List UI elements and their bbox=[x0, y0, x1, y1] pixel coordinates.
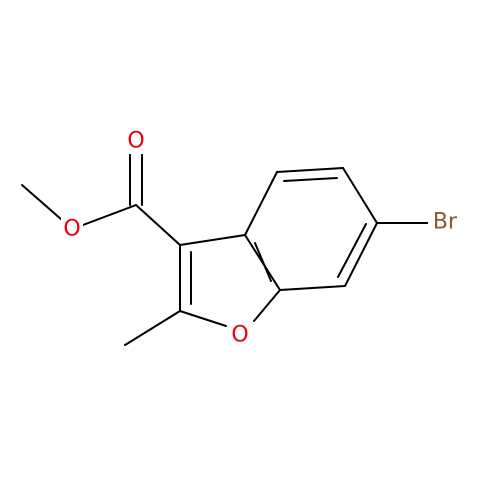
bond-c6-c7-inner bbox=[337, 223, 367, 278]
bond-o-ester-methyl bbox=[21, 184, 63, 221]
bond-c2-o1 bbox=[179, 310, 227, 327]
bond-c4-c5-inner bbox=[283, 177, 338, 182]
atom-o-ester: O bbox=[63, 217, 80, 242]
bond-c3a-c4 bbox=[244, 171, 278, 236]
bond-c6-c7 bbox=[344, 222, 378, 287]
atom-o-carbonyl: O bbox=[127, 129, 144, 154]
bond-c4-c5 bbox=[276, 167, 344, 173]
bond-c3-carbonyl-c bbox=[135, 204, 181, 246]
bond-c3a-c3 bbox=[179, 234, 246, 246]
bond-c2-methyl bbox=[124, 310, 181, 346]
bond-c7a-c3a-inner bbox=[254, 242, 272, 282]
bond-carbonyl-c-o-ester bbox=[82, 204, 137, 226]
bond-c7-c7a bbox=[279, 285, 346, 291]
bond-c5-c6 bbox=[342, 167, 378, 224]
bond-o1-c7a bbox=[253, 289, 281, 322]
atom-o-ring: O bbox=[231, 323, 248, 348]
atom-br: Br bbox=[433, 210, 458, 235]
